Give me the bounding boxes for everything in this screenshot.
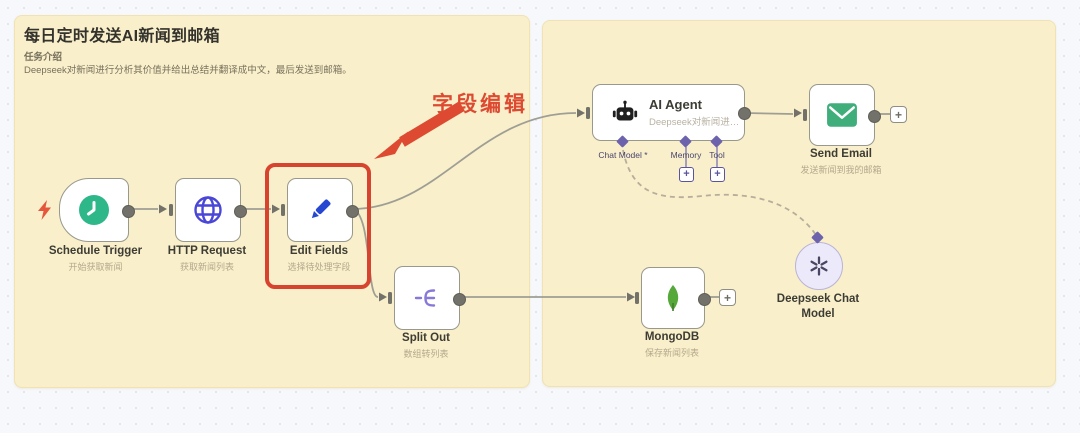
node-subtitle: 开始获取新闻	[68, 262, 123, 272]
node-edit-fields[interactable]	[281, 178, 359, 242]
node-send-email[interactable]	[803, 84, 881, 146]
node-deepseek-chat-model[interactable]	[795, 242, 843, 290]
workflow-title: 每日定时发送AI新闻到邮箱	[24, 28, 220, 45]
intro-heading: 任务介绍	[24, 52, 63, 63]
add-node-button[interactable]: +	[719, 289, 736, 306]
node-schedule-trigger[interactable]	[59, 178, 135, 242]
node-label: Send Email	[810, 148, 872, 160]
output-handle[interactable]	[698, 292, 711, 306]
node-subtitle: 保存新闻列表	[644, 348, 699, 358]
output-handle[interactable]	[346, 204, 359, 218]
node-mongodb[interactable]	[635, 267, 711, 329]
output-handle[interactable]	[738, 107, 751, 120]
input-handle	[586, 106, 590, 119]
node-http-request[interactable]	[169, 178, 247, 242]
intro-text: Deepseek对新闻进行分析其价值并给出总结并翻译成中文，最后发送到邮箱。	[24, 65, 352, 76]
node-subtitle: Deepseek对新闻进行…	[649, 116, 741, 128]
node-label: Deepseek Chat Model	[748, 292, 888, 322]
pencil-icon	[311, 199, 331, 219]
globe-icon	[194, 196, 222, 224]
node-subtitle: 发送新闻到我的邮箱	[800, 165, 882, 175]
node-split-out[interactable]	[388, 266, 466, 330]
node-subtitle: 获取新闻列表	[179, 262, 234, 272]
add-memory-button[interactable]: +	[679, 167, 694, 182]
node-ai-agent[interactable]: AI Agent Deepseek对新闻进行…	[586, 84, 751, 141]
node-label: HTTP Request	[167, 245, 247, 257]
envelope-icon	[827, 103, 857, 127]
plus-icon: +	[714, 168, 721, 180]
robot-icon	[612, 100, 638, 120]
input-handle	[281, 204, 285, 216]
highlight-box	[265, 163, 371, 289]
output-handle[interactable]	[868, 109, 881, 123]
spiral-icon	[810, 256, 828, 276]
node-label: MongoDB	[644, 331, 700, 343]
input-handle	[169, 204, 173, 216]
leaf-icon	[667, 285, 679, 311]
input-handle	[388, 292, 392, 304]
add-tool-button[interactable]: +	[710, 167, 725, 182]
plus-icon: +	[894, 107, 902, 122]
output-handle[interactable]	[453, 292, 466, 306]
annotation-label: 字段编辑	[432, 93, 528, 116]
node-label-line2: Model	[801, 307, 835, 320]
output-handle[interactable]	[122, 204, 135, 218]
node-label: AI Agent	[649, 97, 702, 113]
node-label: Split Out	[402, 332, 450, 344]
add-node-button[interactable]: +	[890, 106, 907, 123]
output-handle[interactable]	[234, 204, 247, 218]
clock-icon	[79, 195, 109, 225]
input-handle	[803, 109, 807, 121]
split-icon	[414, 289, 436, 307]
port-label-memory: Memory	[670, 150, 702, 160]
node-label-line1: Deepseek Chat	[776, 293, 860, 305]
node-subtitle: 数组转列表	[403, 349, 449, 359]
plus-icon: +	[723, 290, 731, 305]
input-handle	[635, 292, 639, 304]
node-subtitle: 选择待处理字段	[287, 262, 351, 272]
port-label-chat-model: Chat Model *	[598, 150, 648, 160]
node-label: Edit Fields	[289, 245, 349, 257]
plus-icon: +	[683, 168, 690, 180]
port-label-tool: Tool	[709, 150, 725, 160]
node-label: Schedule Trigger	[48, 245, 143, 257]
